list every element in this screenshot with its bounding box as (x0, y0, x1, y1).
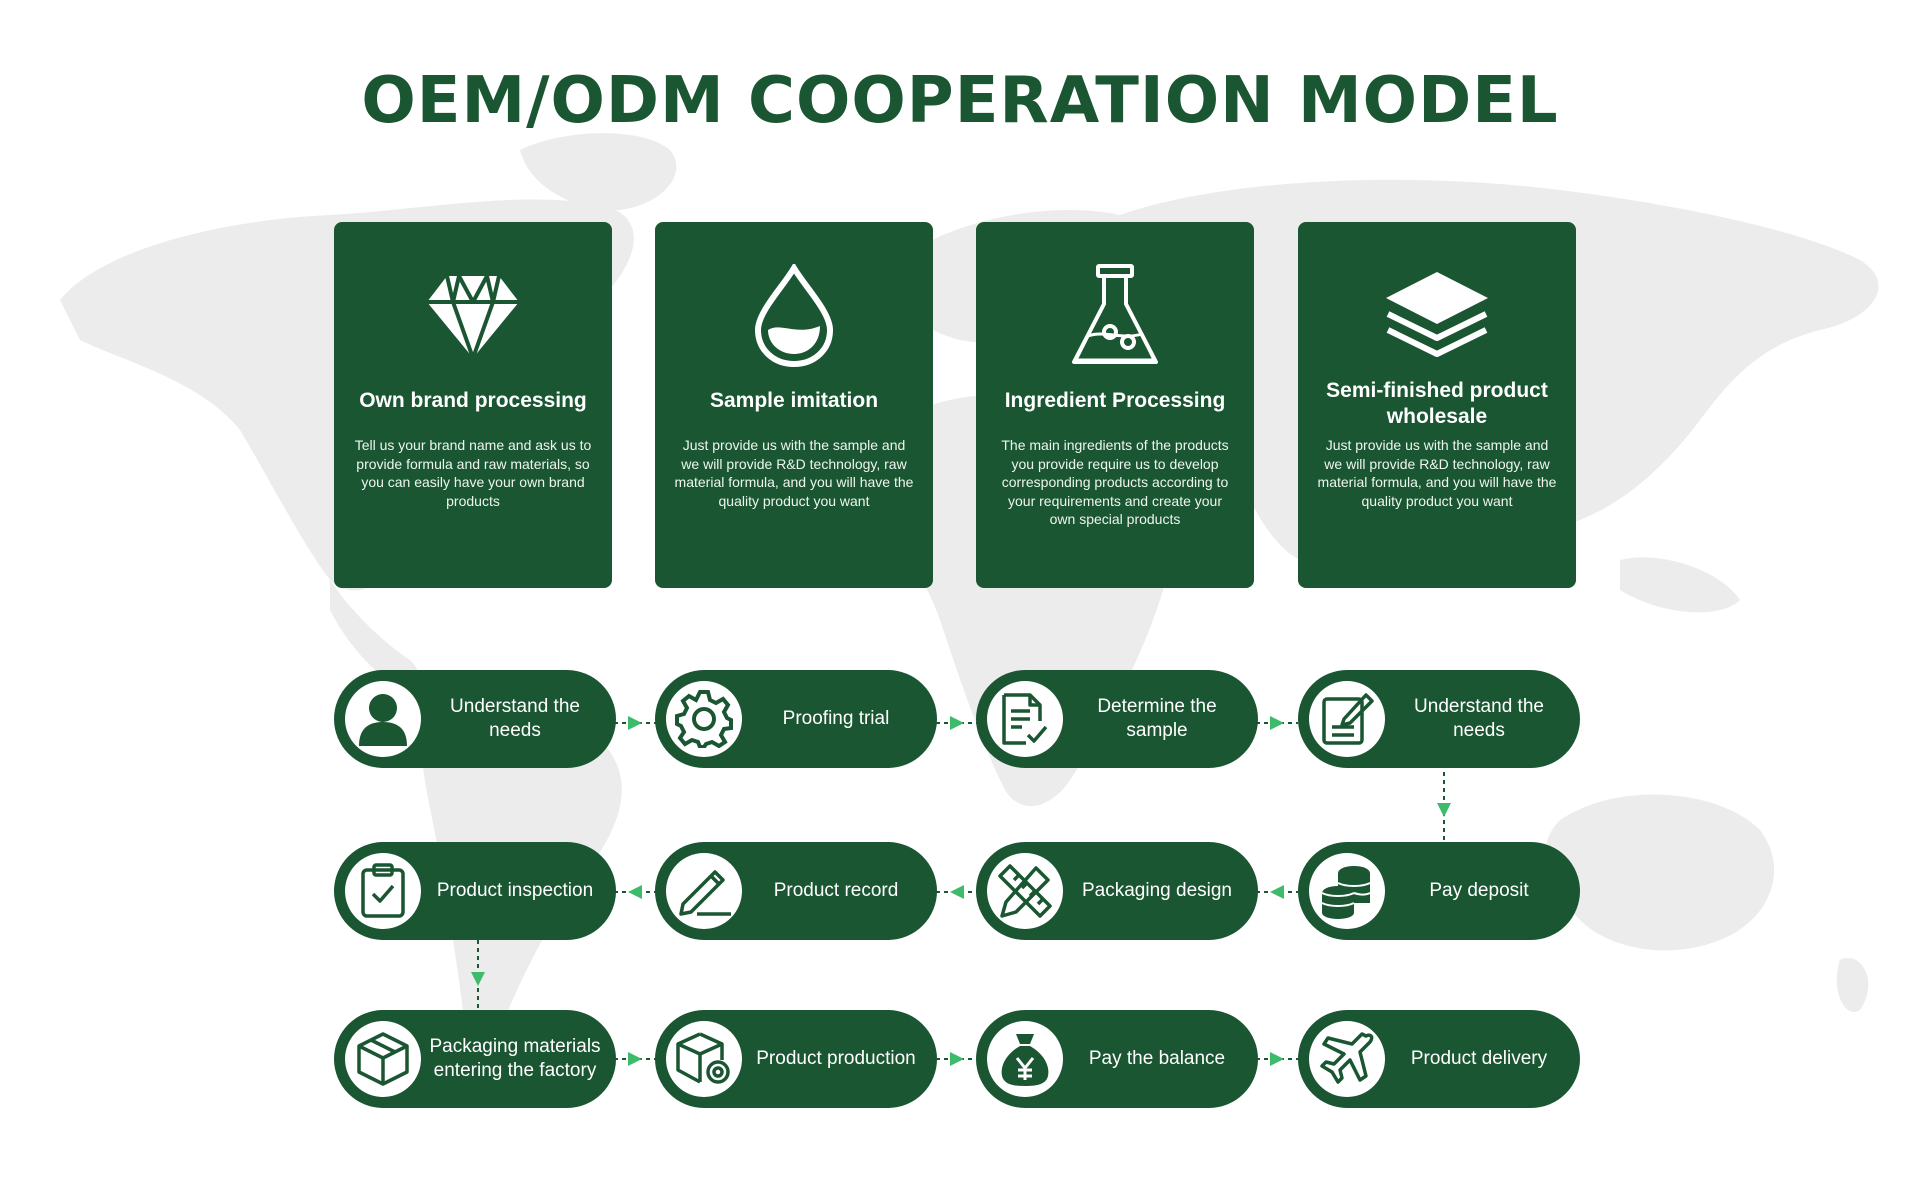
step-label: Product record (773, 880, 899, 901)
step-pay-deposit: Pay deposit (1298, 842, 1580, 940)
water-drop-icon (655, 260, 933, 372)
card-title: Semi-finished product wholesale (1326, 379, 1548, 428)
step-product-production: Product production (655, 1010, 937, 1108)
step-label: Product production (756, 1048, 916, 1069)
card-sample-imitation: Sample imitation Just provide us with th… (655, 222, 933, 588)
step-proofing-trial: Proofing trial (655, 670, 937, 768)
step-label: Packaging design (1082, 880, 1232, 901)
airplane-icon (1309, 1021, 1385, 1097)
card-description: The main ingredients of the products you… (1001, 437, 1229, 527)
user-icon (345, 681, 421, 757)
step-understand-needs: Understand the needs (334, 670, 616, 768)
card-title: Ingredient Processing (1004, 389, 1226, 412)
step-determine-sample: Determine the sample (976, 670, 1258, 768)
clipboard-check-icon (345, 853, 421, 929)
card-ingredient-processing: Ingredient Processing The main ingredien… (976, 222, 1254, 588)
flask-icon (976, 260, 1254, 372)
step-label: Packaging materials entering the factory (429, 1036, 601, 1081)
step-label: Pay the balance (1088, 1048, 1226, 1069)
step-label: Understand the needs (1414, 696, 1544, 741)
step-label: Product inspection (436, 880, 594, 901)
card-description: Tell us your brand name and ask us to pr… (354, 437, 592, 509)
diamond-icon (334, 260, 612, 372)
gear-icon (666, 681, 742, 757)
box-icon (345, 1021, 421, 1097)
step-label: Product delivery (1410, 1048, 1548, 1069)
card-description: Just provide us with the sample and we w… (1317, 437, 1557, 509)
step-understand-needs-2: Understand the needs (1298, 670, 1580, 768)
note-edit-icon (1309, 681, 1385, 757)
step-label: Pay deposit (1429, 880, 1529, 901)
step-label: Understand the needs (450, 696, 580, 741)
ruler-pencil-icon (987, 853, 1063, 929)
step-product-record: Product record (655, 842, 937, 940)
step-label: Proofing trial (782, 708, 890, 729)
pen-icon (666, 853, 742, 929)
card-own-brand-processing: Own brand processing Tell us your brand … (334, 222, 612, 588)
page-title: OEM/ODM COOPERATION MODEL (361, 64, 1559, 138)
layers-icon (1298, 260, 1576, 372)
card-description: Just provide us with the sample and we w… (674, 437, 914, 509)
money-bag-icon (987, 1021, 1063, 1097)
card-title: Sample imitation (709, 389, 879, 412)
step-packaging-design: Packaging design (976, 842, 1258, 940)
step-pay-balance: Pay the balance (976, 1010, 1258, 1108)
card-semi-finished-wholesale: Semi-finished product wholesale Just pro… (1298, 222, 1576, 588)
step-label: Determine the sample (1097, 696, 1217, 741)
document-check-icon (987, 681, 1063, 757)
step-product-delivery: Product delivery (1298, 1010, 1580, 1108)
box-gear-icon (666, 1021, 742, 1097)
step-packaging-materials: Packaging materials entering the factory (334, 1010, 616, 1108)
card-title: Own brand processing (359, 389, 587, 412)
coins-icon (1309, 853, 1385, 929)
step-product-inspection: Product inspection (334, 842, 616, 940)
